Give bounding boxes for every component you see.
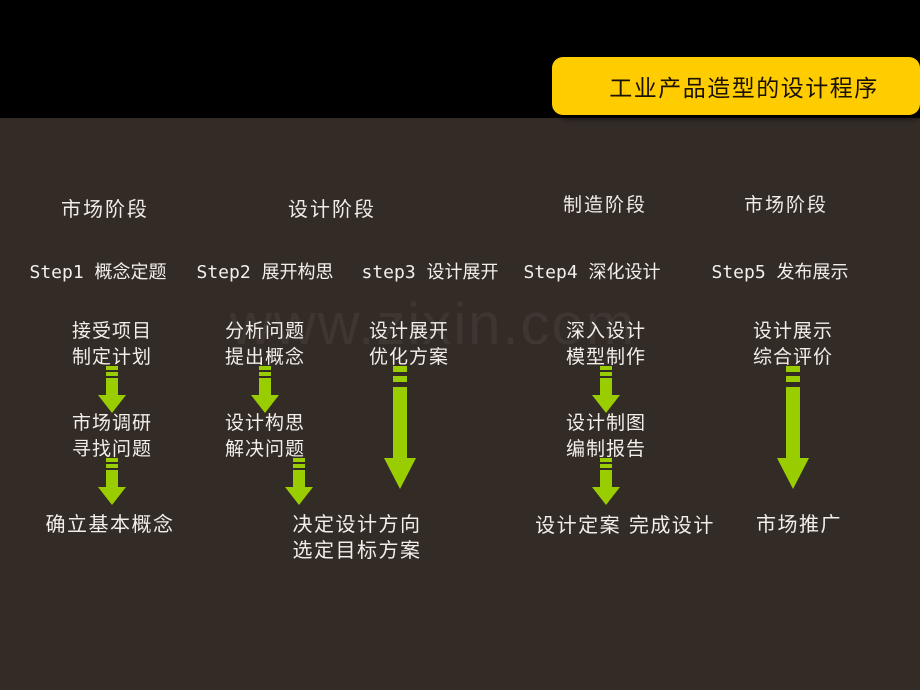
step-label-5: Step5 发布展示 [711, 262, 849, 283]
arrow-down-c4-1 [587, 366, 625, 414]
node-c3-1: 设计展开优化方案 [368, 320, 450, 368]
step-label-1: Step1 概念定题 [29, 262, 167, 283]
title-banner: 工业产品造型的设计程序 [552, 57, 920, 115]
stage-label-market-1: 市场阶段 [61, 197, 149, 221]
node-c4-3: 设计定案 完成设计 [535, 513, 715, 537]
node-c2-2: 设计构思解决问题 [224, 412, 306, 460]
arrow-down-c1-2 [93, 458, 131, 506]
arrow-down-c2-1 [246, 366, 284, 414]
stage-label-market-2: 市场阶段 [743, 194, 829, 216]
arrow-down-c4-2 [587, 458, 625, 506]
node-c2-3: 决定设计方向选定目标方案 [292, 512, 422, 562]
arrow-down-c5-long [771, 366, 815, 490]
step-label-4: Step4 深化设计 [523, 262, 661, 283]
node-c5-1: 设计展示综合评价 [752, 320, 834, 368]
step-label-2: Step2 展开构思 [196, 262, 334, 283]
arrow-down-c1-1 [93, 366, 131, 414]
arrow-down-c2-2 [280, 458, 318, 506]
node-c1-2: 市场调研寻找问题 [71, 412, 153, 460]
node-c4-2: 设计制图编制报告 [565, 412, 647, 460]
node-c5-2: 市场推广 [756, 512, 842, 536]
stage-label-design: 设计阶段 [288, 197, 376, 221]
node-c1-3: 确立基本概念 [45, 512, 175, 536]
node-c4-1: 深入设计模型制作 [565, 320, 647, 368]
node-c1-1: 接受项目制定计划 [71, 320, 153, 368]
arrow-down-c3-long [378, 366, 422, 490]
page-title: 工业产品造型的设计程序 [609, 76, 879, 102]
stage-label-manufacture: 制造阶段 [562, 194, 648, 216]
node-c2-1: 分析问题提出概念 [224, 320, 306, 368]
step-label-3: step3 设计展开 [361, 262, 499, 283]
